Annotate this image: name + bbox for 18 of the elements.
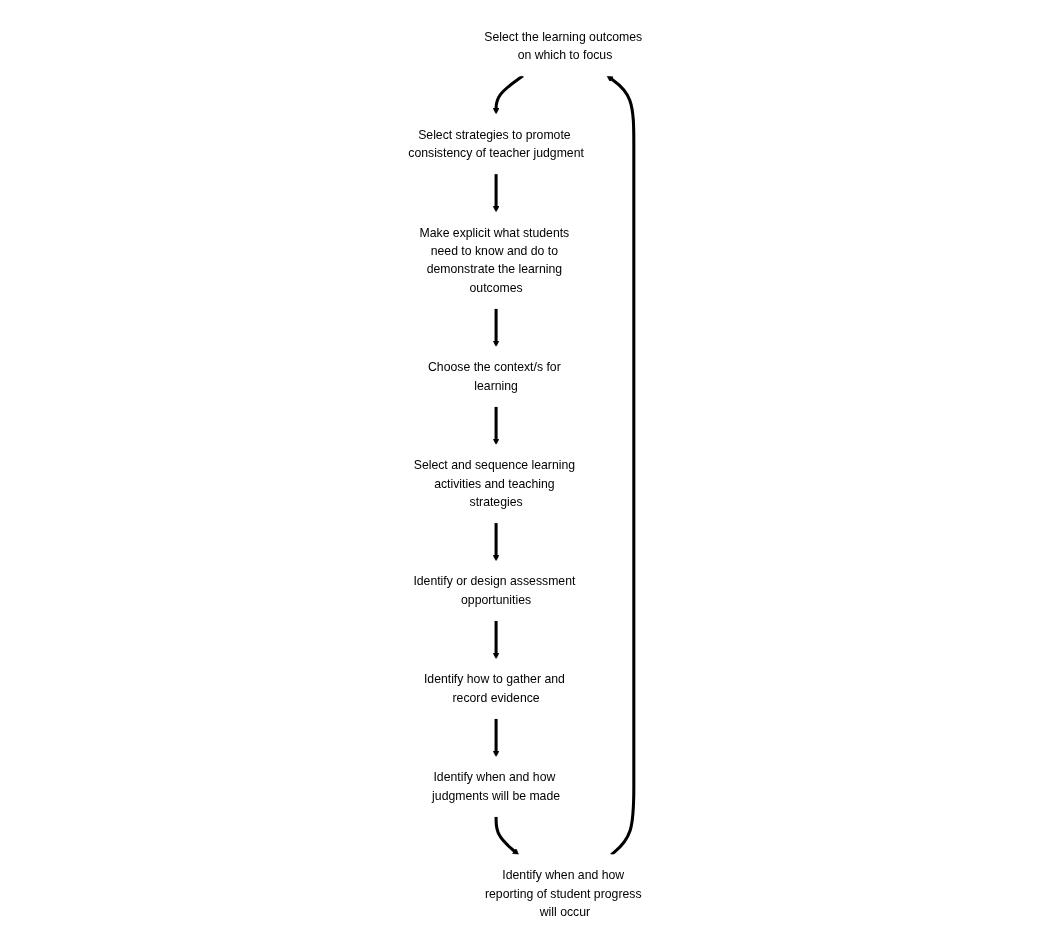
arrow [492,406,500,445]
node-text: Identify when and how judgments will be made [432,770,561,803]
arrow [492,173,500,213]
node-text: Choose the context/s for learning [428,360,561,392]
node-text: Identify how to gather and record evidence [423,672,565,705]
arrow [492,620,500,660]
node-text: Select strategies to promote consistency of teacher judgment [408,127,584,160]
node-text: Identify when and how reporting of student progress will occur [484,868,642,919]
node-text: Make explicit what students need to know and do to demonstrate the learning outcomes [419,225,570,294]
arrow [494,816,520,856]
node-text: Select the learning outcomes on which to focus [484,29,643,62]
arrow [492,308,500,347]
arrow [492,74,524,115]
arrow [492,522,500,562]
node-text: Select and sequence learning activities and teaching strategies [413,458,576,509]
arrow [492,718,500,758]
arrow [606,75,636,856]
node-text: Identify or design assessment opportunities [413,574,576,607]
